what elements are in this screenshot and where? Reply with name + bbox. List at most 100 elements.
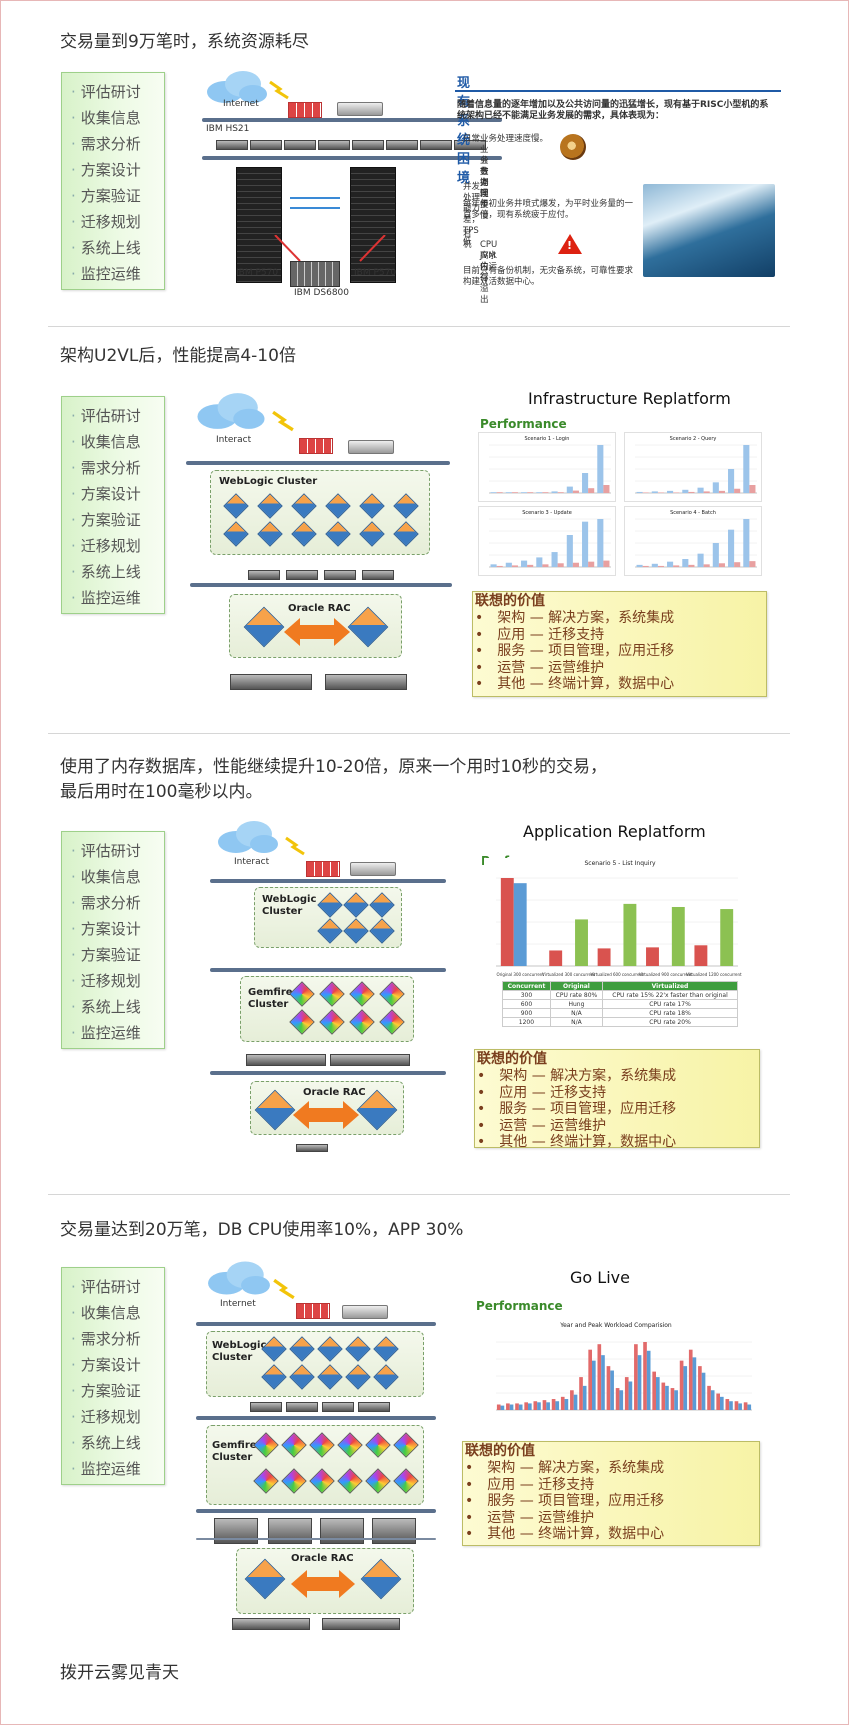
blade-server-icon (216, 140, 248, 150)
bar (557, 563, 564, 567)
section-separator (48, 326, 790, 327)
bar (749, 485, 756, 493)
rack-server-icon (320, 1518, 364, 1544)
lightning-icon (285, 836, 305, 856)
section-separator (48, 1194, 790, 1195)
bar (601, 1355, 605, 1410)
app-server-cube-icon (317, 1336, 343, 1362)
app-server-cube-icon (393, 493, 419, 519)
bar (572, 562, 579, 567)
bar (619, 1390, 624, 1410)
table-cell: 900 (502, 1008, 551, 1018)
bar (537, 1402, 541, 1410)
step-item: 系统上线 (62, 994, 164, 1020)
bar (651, 563, 658, 567)
bar (628, 1381, 633, 1410)
step-item: 方案验证 (62, 942, 164, 968)
chart-title: Scenario 2 - Query (670, 436, 717, 442)
bar (710, 1390, 715, 1410)
app-server-cube-icon (289, 1364, 315, 1390)
app-server-cube-icon (289, 1336, 315, 1362)
oracle-rac-cluster: Oracle RAC (250, 1081, 404, 1135)
lightning-icon (273, 1278, 295, 1300)
legacy-sub-3: 数据同步慢 (480, 167, 489, 221)
bar (683, 1366, 688, 1410)
bar (707, 1385, 711, 1410)
bar (597, 948, 611, 966)
bar (579, 1377, 583, 1410)
bar (500, 1405, 505, 1410)
bar (518, 1404, 523, 1410)
gemfire-cluster: Gemfire Cluster (240, 976, 414, 1042)
bar (615, 1388, 620, 1410)
data-grid-cube-icon (337, 1432, 363, 1458)
app-server-cube-icon (345, 1336, 371, 1362)
legacy-bullet-1: 日常业务处理速度慢。 (463, 134, 549, 144)
step-item: 监控运维 (62, 585, 164, 611)
step-item: 迁移规划 (62, 1404, 164, 1430)
bar (701, 1372, 706, 1410)
rack-server-icon (268, 1518, 312, 1544)
data-grid-cube-icon (281, 1468, 307, 1494)
bar (734, 562, 741, 567)
value-box-item: 架构 — 解决方案，系统集成 (475, 1068, 759, 1085)
db-server-icon (232, 1618, 310, 1630)
step-item: 需求分析 (62, 131, 164, 157)
data-grid-cube-icon (379, 981, 405, 1007)
value-box-item: 服务 — 项目管理，应用迁移 (473, 643, 766, 660)
oracle-rac-cluster: Oracle RAC (229, 594, 402, 658)
app-server-cube-icon (257, 493, 283, 519)
oracle-rac-title: Oracle RAC (288, 603, 351, 614)
ibm-p570-label: IBM P570 (354, 268, 397, 278)
blade-server-icon (330, 1054, 410, 1066)
panel-title: Application Replatform (523, 822, 706, 841)
table-header-cell: Original (549, 981, 604, 991)
bar (656, 1377, 660, 1410)
db-server-icon (296, 1144, 328, 1152)
chart-title: Scenario 1 - Login (525, 436, 570, 442)
step-item: 监控运维 (62, 261, 164, 287)
ibm-hs21-label: IBM HS21 (206, 124, 250, 134)
bar (682, 489, 689, 493)
section2-heading: 架构U2VL后，性能提高4-10倍 (60, 346, 296, 366)
bar (570, 1390, 574, 1410)
bar (490, 564, 497, 567)
legacy-bullet-4: 宕机 (463, 229, 472, 250)
step-item: 方案验证 (62, 1378, 164, 1404)
server-rack-icon (350, 167, 396, 283)
data-grid-cube-icon (337, 1468, 363, 1494)
database-cube-icon (254, 1089, 296, 1131)
step-item: 评估研讨 (62, 403, 164, 429)
tsunami-wave-image (643, 184, 775, 277)
bar (634, 1344, 638, 1410)
bar (729, 1401, 733, 1410)
bar (646, 947, 659, 966)
bar (642, 565, 649, 567)
data-grid-cube-icon (253, 1468, 279, 1494)
blade-server-icon (324, 570, 356, 580)
blade-server-icon (420, 140, 452, 150)
db-server-icon (322, 1618, 400, 1630)
database-cube-icon (243, 606, 285, 648)
bar (624, 1377, 629, 1410)
data-grid-cube-icon (365, 1432, 391, 1458)
blade-server-icon (318, 140, 350, 150)
bar (725, 1399, 730, 1410)
bar (728, 529, 735, 567)
value-box-item: 其他 — 终端计算，数据中心 (475, 1134, 759, 1151)
blade-server-icon (386, 140, 418, 150)
legacy-bullet-3: 每年年初业务井喷式爆发，为平时业务量的一百多倍，现有系统疲于应付。 (463, 199, 634, 220)
step-item: 方案设计 (62, 157, 164, 183)
blade-server-icon (358, 1402, 390, 1412)
blade-server-icon (322, 1402, 354, 1412)
bar (566, 535, 573, 567)
app-server-cube-icon (373, 1336, 399, 1362)
batch-performance-chart: Scenario 4 - Batch (624, 506, 762, 576)
blade-server-icon (250, 140, 282, 150)
table-cell: CPU rate 80% (549, 990, 604, 1000)
weblogic-cluster-title: WebLogic Cluster (212, 1340, 267, 1363)
bar (667, 561, 674, 567)
bar (557, 492, 564, 493)
